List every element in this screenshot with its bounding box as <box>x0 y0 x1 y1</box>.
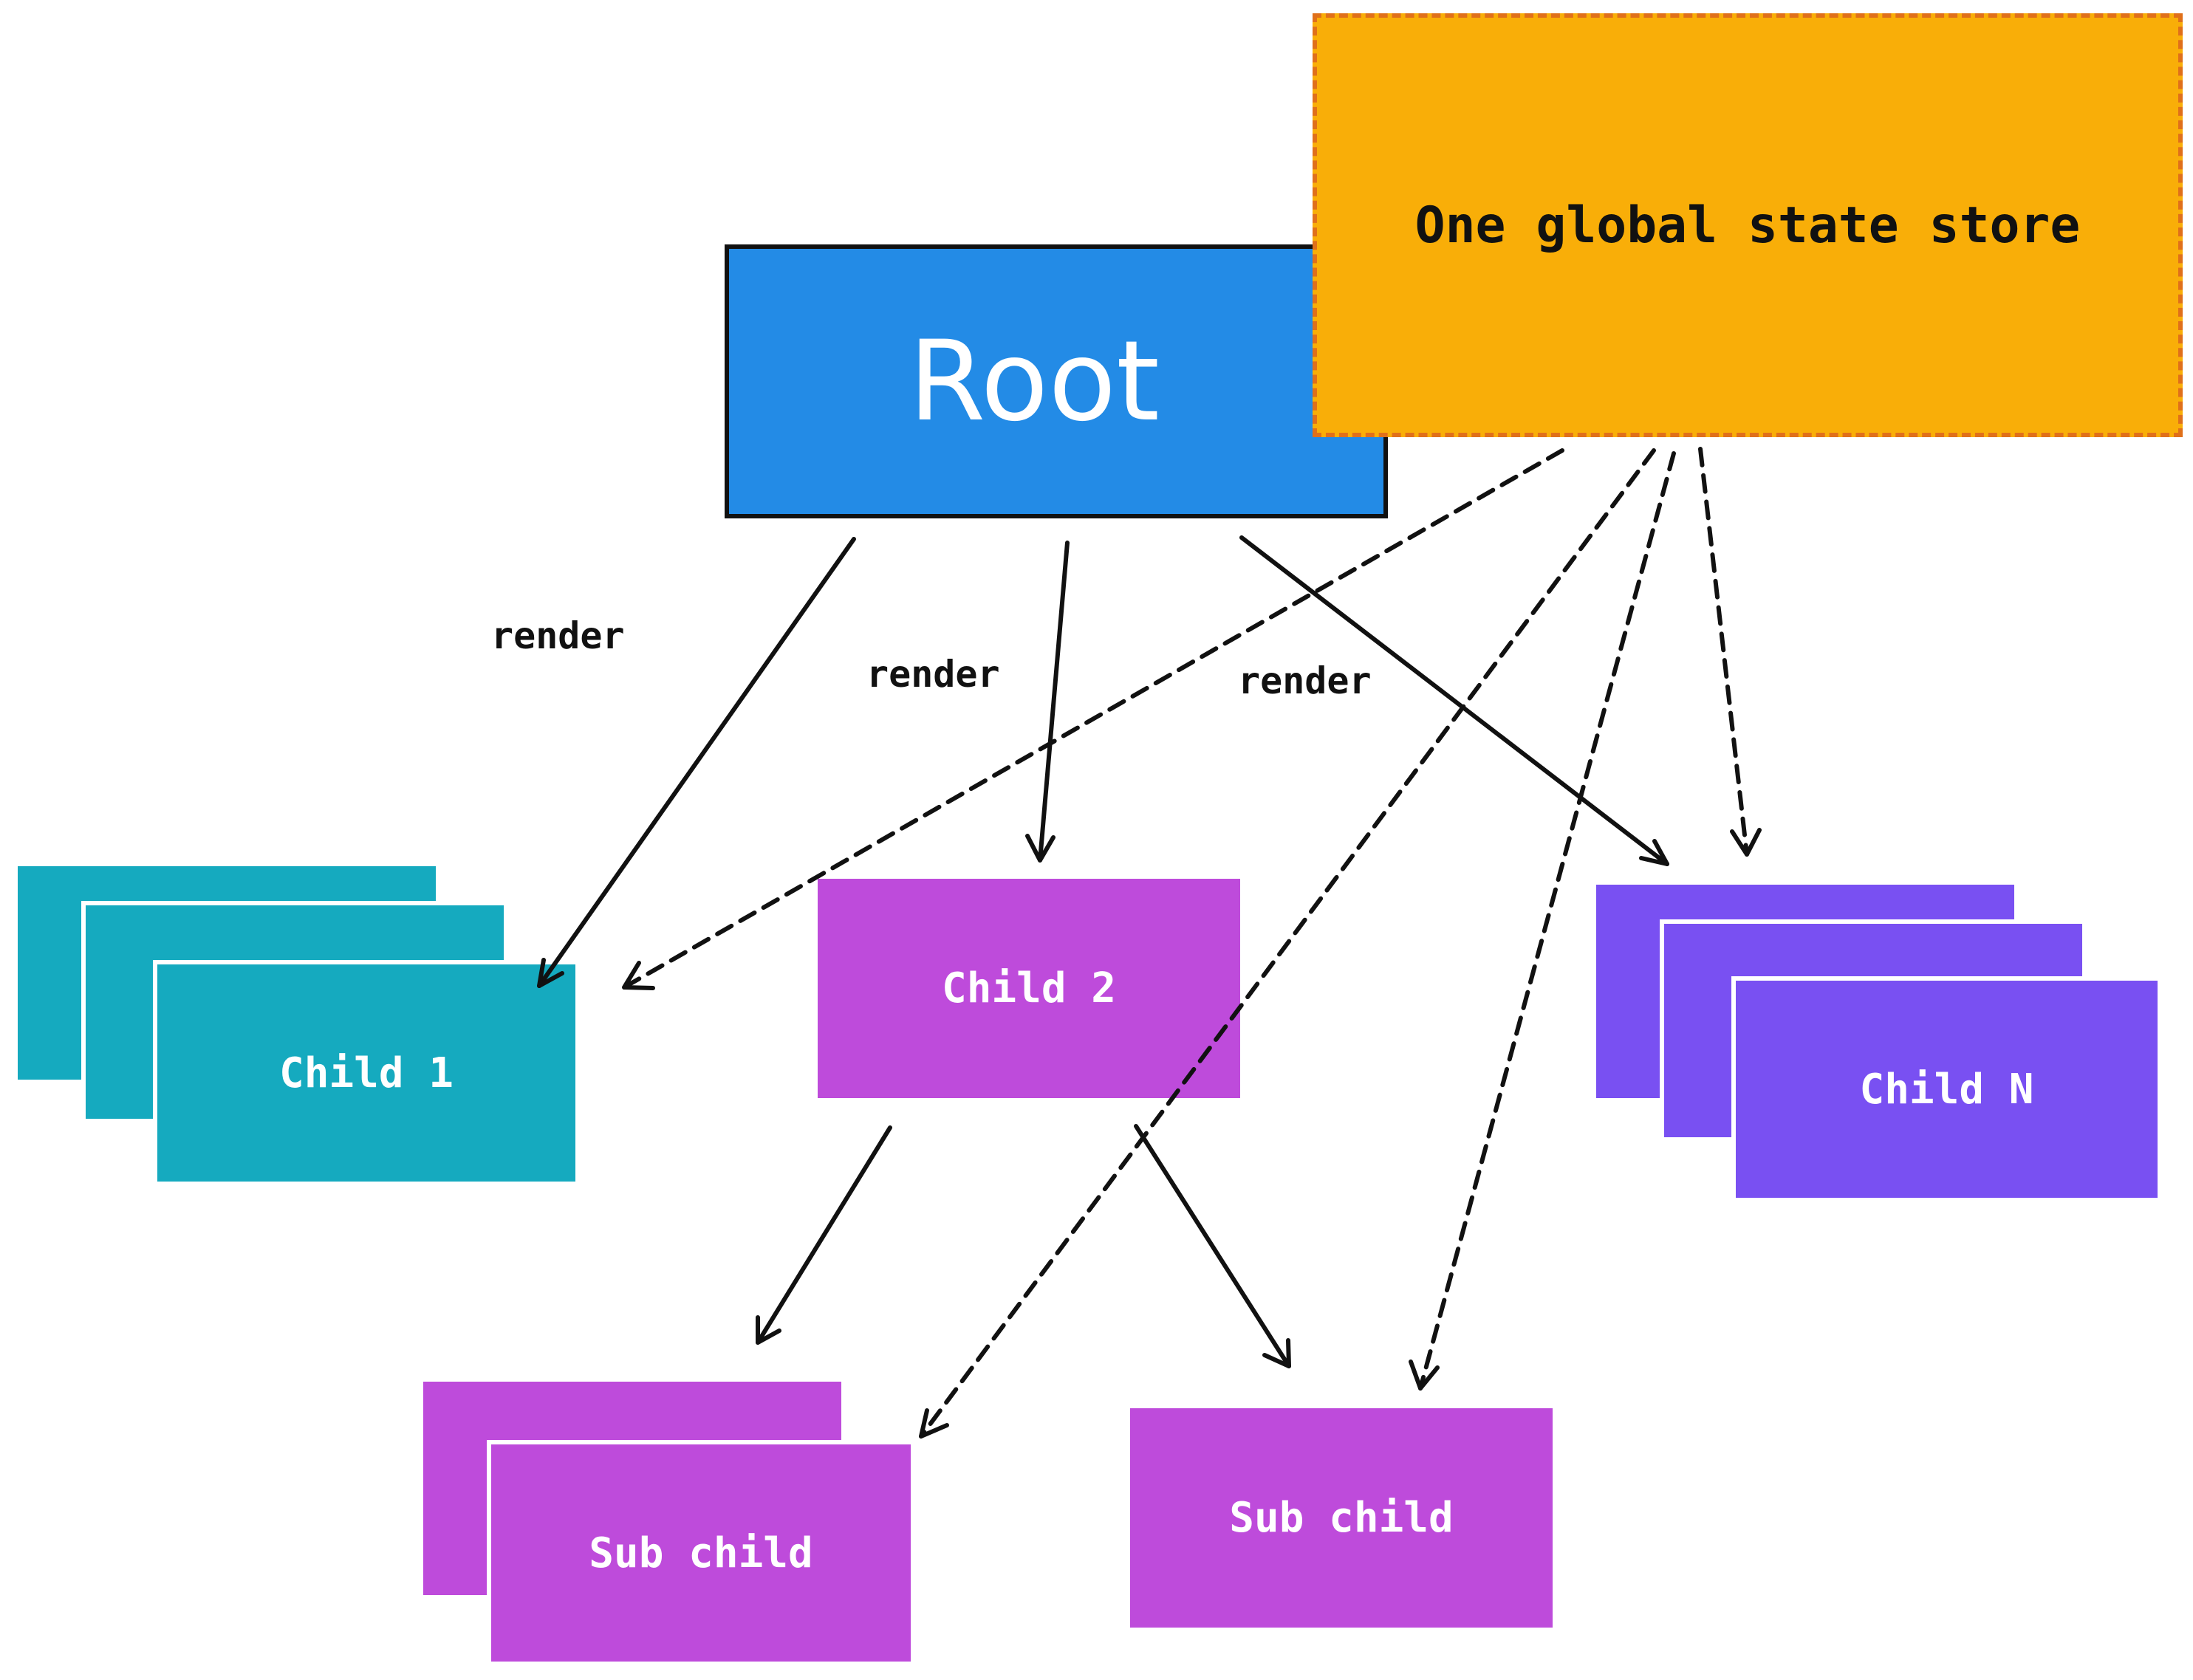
edge-root-child2 <box>1025 541 1070 863</box>
child1-node: Child 1 <box>153 960 580 1186</box>
edge-label-render-child2: render <box>866 653 1000 696</box>
subchild-right-label: Sub child <box>1229 1494 1454 1542</box>
global-state-store-label: One global state store <box>1414 196 2081 255</box>
child2-node: Child 2 <box>818 879 1240 1098</box>
subchild-left-node: Sub child <box>487 1440 915 1666</box>
childn-label: Child N <box>1859 1065 2034 1114</box>
root-node: Root <box>725 244 1388 518</box>
subchild-right-node: Sub child <box>1130 1408 1553 1628</box>
edge-store-childn <box>1698 447 1762 857</box>
child1-label: Child 1 <box>278 1049 454 1097</box>
edge-child2-subchild-right <box>1134 1124 1291 1368</box>
subchild-left-label: Sub child <box>589 1529 813 1577</box>
global-state-store-node: One global state store <box>1313 13 2183 437</box>
edge-child2-subchild-left <box>756 1125 892 1345</box>
root-label: Root <box>909 317 1160 446</box>
childn-node: Child N <box>1731 976 2162 1202</box>
edge-label-render-childn: render <box>1238 659 1372 702</box>
child2-label: Child 2 <box>941 964 1116 1012</box>
edge-root-child1 <box>537 537 856 988</box>
edge-label-render-child1: render <box>491 614 625 657</box>
